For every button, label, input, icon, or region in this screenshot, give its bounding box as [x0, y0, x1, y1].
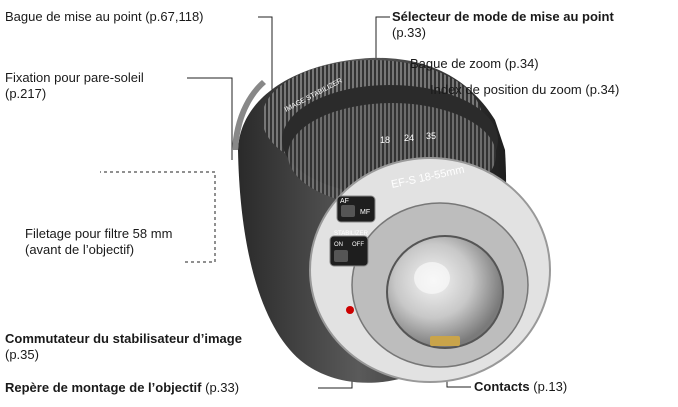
zoom-scale-35: 35 — [426, 131, 436, 141]
mount-index-dot — [346, 306, 354, 314]
leader-hood-mount — [187, 77, 233, 160]
leader-focus-ring — [258, 16, 273, 118]
switch-panel — [329, 195, 376, 267]
contacts-graphic — [430, 336, 460, 346]
lens-body — [232, 57, 551, 383]
contacts-page: (p.13) — [533, 379, 568, 394]
af-mf-toggle — [341, 205, 355, 217]
mount-index-page: (p.33) — [205, 380, 240, 395]
rear-glass — [386, 235, 504, 349]
hood-mount-label: Fixation pour pare-soleil — [5, 70, 144, 85]
filter-thread-label: Filetage pour filtre 58 mm — [25, 226, 173, 241]
focus-ring-label: Bague de mise au point (p.67,118) — [5, 9, 204, 24]
zoom-scale-18: 18 — [380, 135, 390, 145]
off-marking: OFF — [352, 242, 364, 248]
leader-filter-thread — [100, 171, 216, 263]
mount-index-label: Repère de montage de l’objectif (p.33) — [5, 380, 239, 395]
mount-index-label-text: Repère de montage de l’objectif — [5, 380, 202, 395]
stabilizer-marking: STABILIZER — [334, 231, 369, 237]
zoom-ring-label: Bague de zoom (p.34) — [410, 56, 539, 71]
stabilizer-switch-page: (p.35) — [5, 347, 39, 362]
stabilizer-toggle — [334, 250, 348, 262]
on-marking: ON — [334, 242, 343, 248]
zoom-index-label: Index de position du zoom (p.34) — [430, 82, 620, 97]
af-marking: AF — [340, 198, 349, 205]
af-mf-switch-label: Sélecteur de mode de mise au point — [392, 9, 614, 24]
zoom-scale-24: 24 — [404, 133, 414, 143]
stabilizer-switch-label: Commutateur du stabilisateur d’image — [5, 331, 242, 346]
hood-mount-graphic — [232, 80, 266, 150]
af-mf-switch-page: (p.33) — [392, 25, 426, 40]
filter-thread-sub: (avant de l’objectif) — [25, 242, 135, 257]
contacts-label: Contacts (p.13) — [474, 379, 567, 394]
contacts-label-text: Contacts — [474, 379, 530, 394]
hood-mount-page: (p.217) — [5, 86, 47, 101]
mf-marking: MF — [360, 209, 370, 216]
